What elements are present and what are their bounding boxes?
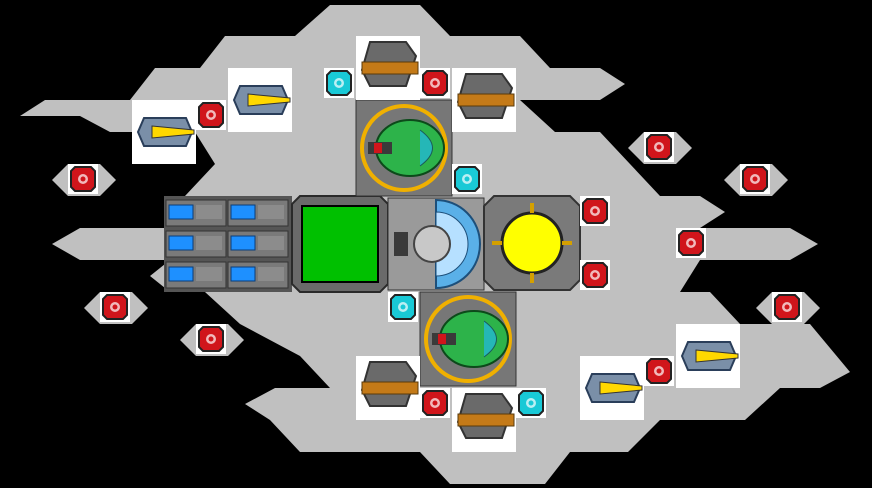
red-node[interactable] bbox=[740, 164, 770, 194]
cyan-node-icon bbox=[326, 70, 352, 96]
laser-turret[interactable] bbox=[228, 68, 292, 132]
thruster-icon bbox=[227, 230, 289, 258]
red-node[interactable] bbox=[580, 260, 610, 290]
ballistic-turret[interactable] bbox=[452, 388, 516, 452]
shield-generator-icon bbox=[413, 225, 451, 263]
thruster-icon bbox=[165, 199, 227, 227]
cyan-node[interactable] bbox=[324, 68, 354, 98]
red-node-icon bbox=[70, 166, 96, 192]
red-node-icon bbox=[422, 70, 448, 96]
ballistic-turret[interactable] bbox=[356, 36, 420, 100]
cyan-node-icon bbox=[518, 390, 544, 416]
red-node-icon bbox=[198, 326, 224, 352]
laser-turret[interactable] bbox=[132, 100, 196, 164]
red-node[interactable] bbox=[100, 292, 130, 322]
red-node[interactable] bbox=[644, 132, 674, 162]
laser-turret[interactable] bbox=[580, 356, 644, 420]
laser-turret-icon bbox=[599, 381, 643, 395]
reactor[interactable] bbox=[483, 195, 581, 291]
red-node[interactable] bbox=[580, 196, 610, 226]
red-node[interactable] bbox=[676, 228, 706, 258]
reactor-icon bbox=[500, 211, 564, 275]
red-node-icon bbox=[102, 294, 128, 320]
red-node-icon bbox=[742, 166, 768, 192]
thruster-array[interactable] bbox=[164, 196, 292, 292]
ballistic-turret[interactable] bbox=[356, 356, 420, 420]
red-node[interactable] bbox=[644, 356, 674, 386]
red-node-icon bbox=[646, 358, 672, 384]
ballistic-turret-icon bbox=[457, 93, 515, 107]
red-node[interactable] bbox=[420, 68, 450, 98]
red-node[interactable] bbox=[196, 324, 226, 354]
red-node[interactable] bbox=[196, 100, 226, 130]
cockpit-bottom[interactable] bbox=[419, 291, 517, 387]
red-node[interactable] bbox=[772, 292, 802, 322]
cyan-node[interactable] bbox=[452, 164, 482, 194]
laser-turret-icon bbox=[151, 125, 195, 139]
laser-turret[interactable] bbox=[676, 324, 740, 388]
cyan-node-icon bbox=[390, 294, 416, 320]
cargo-icon bbox=[301, 205, 379, 283]
cyan-node-icon bbox=[454, 166, 480, 192]
laser-turret-icon bbox=[247, 93, 291, 107]
ballistic-turret-icon bbox=[457, 413, 515, 427]
red-node-icon bbox=[582, 198, 608, 224]
cyan-node[interactable] bbox=[516, 388, 546, 418]
laser-turret-icon bbox=[695, 349, 739, 363]
thruster-icon bbox=[165, 261, 227, 289]
red-node[interactable] bbox=[68, 164, 98, 194]
cyan-node[interactable] bbox=[388, 292, 418, 322]
red-node-icon bbox=[678, 230, 704, 256]
red-node-icon bbox=[646, 134, 672, 160]
shield-generator[interactable] bbox=[387, 197, 485, 291]
ballistic-turret-icon bbox=[361, 61, 419, 75]
red-node-icon bbox=[422, 390, 448, 416]
red-node-icon bbox=[198, 102, 224, 128]
cockpit-top[interactable] bbox=[355, 99, 453, 197]
thruster-icon bbox=[227, 199, 289, 227]
red-node-icon bbox=[582, 262, 608, 288]
ballistic-turret-icon bbox=[361, 381, 419, 395]
red-node-icon bbox=[774, 294, 800, 320]
red-node[interactable] bbox=[420, 388, 450, 418]
thruster-icon bbox=[165, 230, 227, 258]
thruster-icon bbox=[227, 261, 289, 289]
cargo-hold[interactable] bbox=[291, 195, 389, 293]
ballistic-turret[interactable] bbox=[452, 68, 516, 132]
